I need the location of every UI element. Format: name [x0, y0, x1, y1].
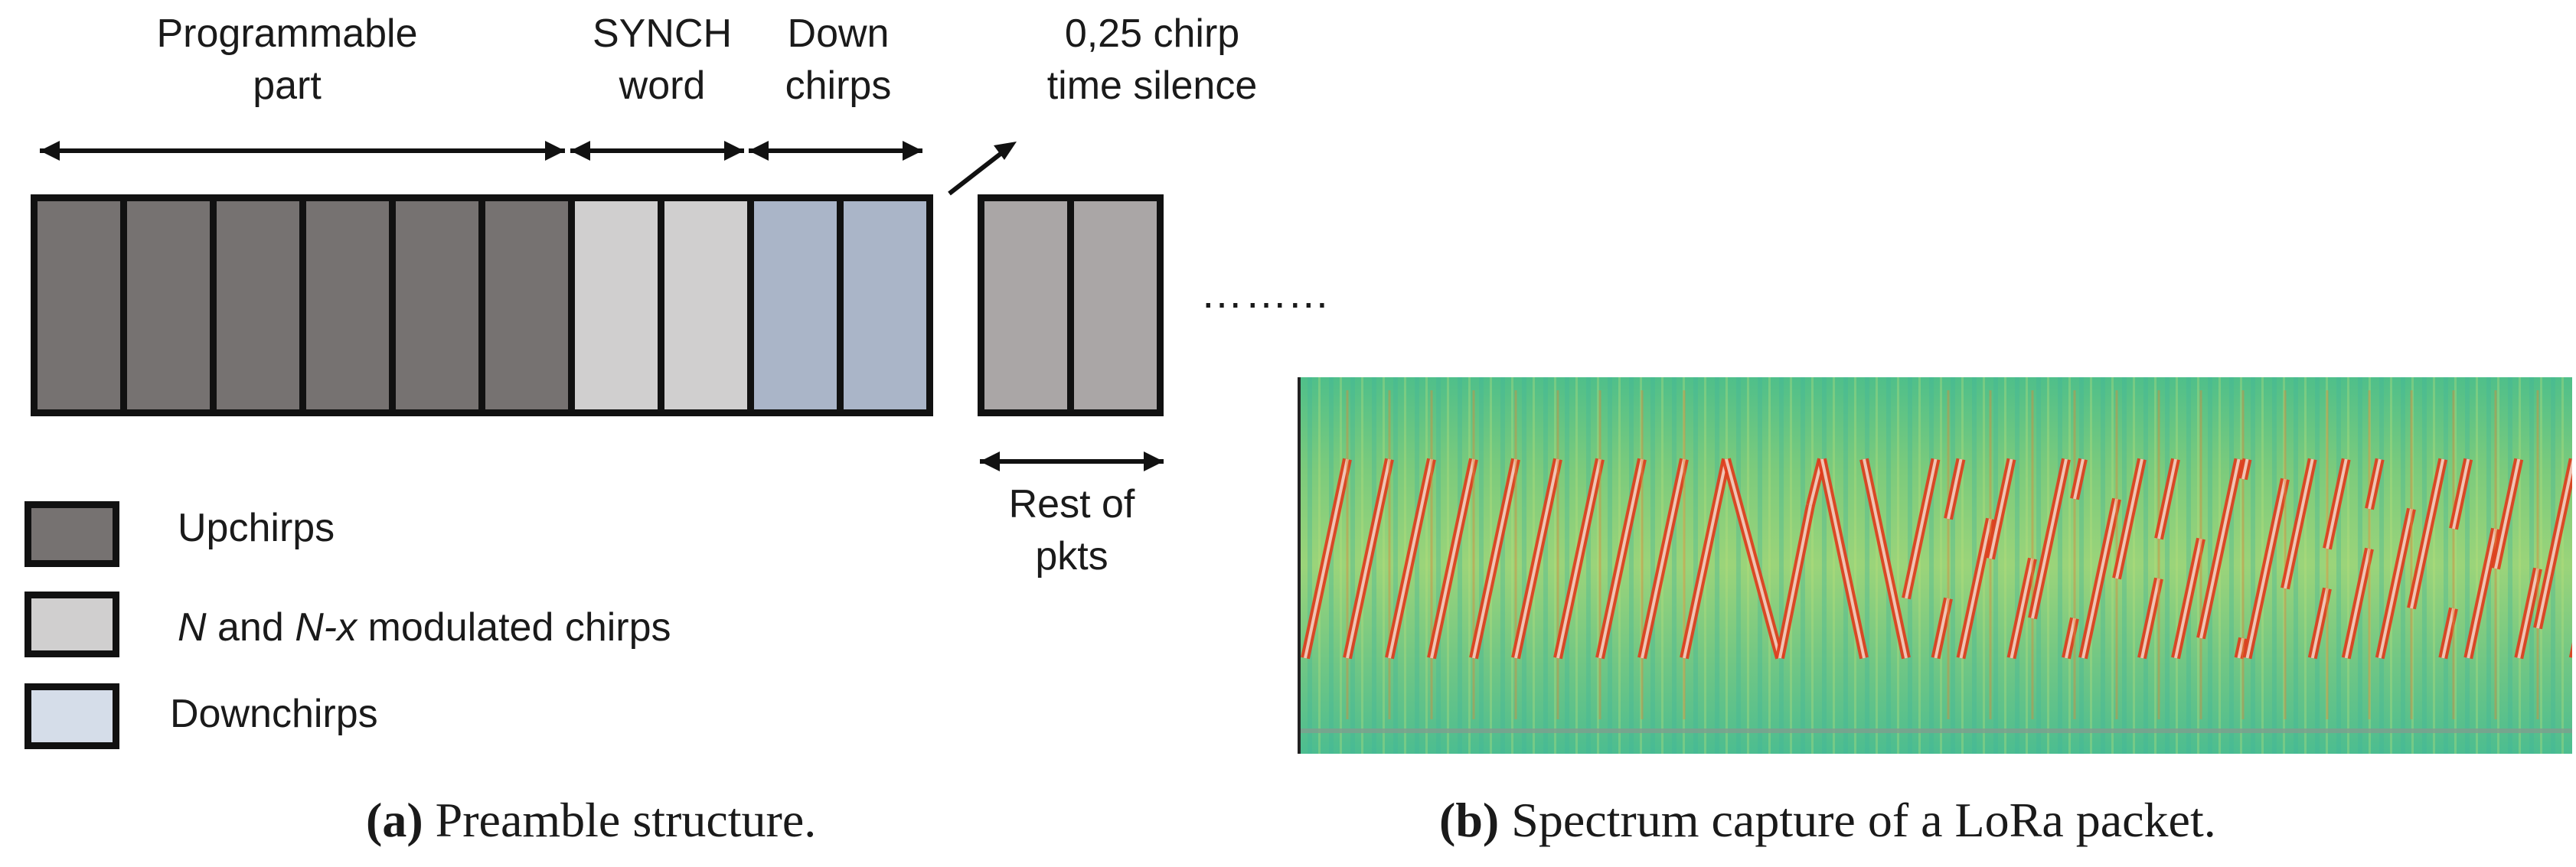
legend-swatch-downchirps	[24, 683, 119, 749]
legend-label-downchirps: Downchirps	[170, 692, 378, 736]
label-chirp-silence: 0,25 chirp time silence	[1046, 11, 1258, 108]
legend-n: N	[178, 605, 207, 650]
legend-nx: N-x	[295, 605, 358, 650]
label-down-chirps: Down chirps	[785, 11, 892, 108]
chirp-traces	[1301, 390, 2572, 719]
label-programmable-part: Programmable part	[156, 11, 418, 108]
legend-swatch-modulated	[24, 592, 119, 657]
legend-and: and	[206, 605, 295, 650]
continuation-dots: ……...	[1200, 269, 1330, 317]
caption-a: (a) Preamble structure.	[366, 792, 816, 849]
silence-pointer-arrow	[948, 146, 1009, 196]
caption-a-letter: (a)	[366, 793, 423, 847]
caption-a-text: Preamble structure.	[423, 793, 817, 847]
legend-modulated-rest: modulated chirps	[357, 605, 671, 650]
downchirp-block	[837, 194, 933, 416]
caption-b: (b) Spectrum capture of a LoRa packet.	[1439, 792, 2216, 849]
caption-b-letter: (b)	[1439, 793, 1500, 847]
label-synch-word: SYNCH word	[592, 11, 733, 108]
label-rest-of-pkts: Rest of pkts	[1008, 482, 1135, 579]
legend-label-modulated: N and N-x modulated chirps	[178, 605, 671, 650]
caption-b-text: Spectrum capture of a LoRa packet.	[1499, 793, 2216, 847]
legend-label-upchirps: Upchirps	[178, 506, 335, 550]
modulated-chirp-block	[568, 194, 664, 416]
legend-swatch-upchirps	[24, 501, 119, 567]
rest-packet-block	[1067, 194, 1164, 416]
